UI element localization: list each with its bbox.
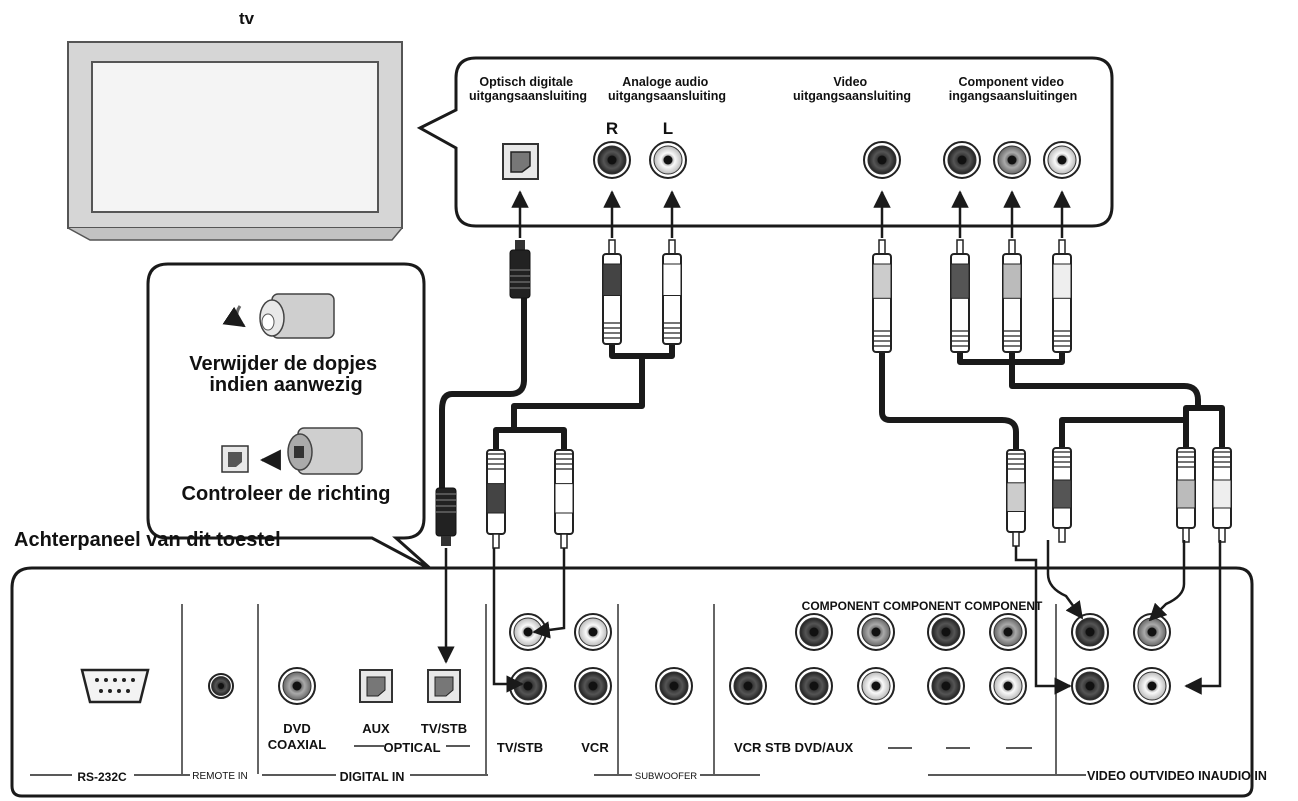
video-in-stb-jack xyxy=(795,667,833,705)
monitor-pr-jack xyxy=(1133,667,1171,705)
component2-pb-jack xyxy=(989,613,1027,651)
vcr-audio-r-jack xyxy=(574,667,612,705)
subwoofer-jack xyxy=(655,667,693,705)
remove-caps-text: Verwijder de dopjes indien aanwezig xyxy=(189,353,382,396)
plug-optical-bottom xyxy=(435,487,457,546)
video-out-label: Video uitgangsaansluiting xyxy=(793,75,911,103)
tv-illustration xyxy=(67,41,403,241)
digital-in-label: DIGITAL IN xyxy=(340,770,405,784)
video-in-vcr-jack xyxy=(729,667,767,705)
subwoofer-label: SUBWOOFER xyxy=(635,771,697,782)
tv-component-y-jack xyxy=(943,141,981,179)
component1-y-jack xyxy=(795,613,833,651)
check-direction-illustration xyxy=(221,427,363,475)
plug-comp-pr-top xyxy=(1052,239,1072,353)
remove-cap-illustration xyxy=(222,293,335,339)
channel-l-label: L xyxy=(663,119,673,138)
plug-comp-pb-bottom xyxy=(1176,447,1196,543)
dvd-coaxial-jack xyxy=(278,667,316,705)
optical-label: OPTICAL xyxy=(383,740,440,755)
plug-audio-l-bottom xyxy=(554,449,574,549)
coaxial-label: COAXIAL xyxy=(268,737,327,752)
video-in-extra1-jack xyxy=(927,667,965,705)
vcr-audio-l-jack xyxy=(574,613,612,651)
tv-audio-r-jack xyxy=(593,141,631,179)
tv-component-pr-jack xyxy=(1043,141,1081,179)
cables xyxy=(439,295,1225,493)
check-direction-text: Controleer de richting xyxy=(182,483,391,505)
remote-in-label: REMOTE IN xyxy=(192,771,248,782)
tv-label: tv xyxy=(239,9,255,28)
tv-video-out-jack xyxy=(863,141,901,179)
tvstb-optical-jack xyxy=(427,669,461,703)
analog-audio-out-label: Analoge audio uitgangsaansluiting xyxy=(608,75,726,103)
tv-component-pb-jack xyxy=(993,141,1031,179)
arrows-to-rear-panel xyxy=(437,540,1222,695)
optical-out-line1: Optisch digitale xyxy=(479,75,573,89)
monitor-out-pb-jack xyxy=(1133,613,1171,651)
component1-pb-jack xyxy=(857,613,895,651)
tvstb-audio-label: TV/STB xyxy=(497,740,543,755)
dvd-label: DVD xyxy=(283,721,310,736)
video-in-extra2-jack xyxy=(989,667,1027,705)
plug-video-top xyxy=(872,239,892,353)
rear-panel xyxy=(10,566,1254,798)
plug-audio-r-bottom xyxy=(486,449,506,549)
video-out-in-label: VIDEO OUTVIDEO INAUDIO IN xyxy=(1087,769,1267,783)
plug-audio-l-top xyxy=(662,239,682,345)
monitor-video-jack xyxy=(1071,667,1109,705)
rs232c-label: RS-232C xyxy=(77,770,127,784)
tv-optical-jack xyxy=(502,143,539,180)
plug-comp-y-top xyxy=(950,239,970,353)
aux-optical-jack xyxy=(359,669,393,703)
component2-y-jack xyxy=(927,613,965,651)
channel-r-label: R xyxy=(606,119,618,138)
plug-video-bottom xyxy=(1006,449,1026,547)
component-header: COMPONENT COMPONENT COMPONENT xyxy=(802,599,1043,613)
monitor-out-y-jack xyxy=(1071,613,1109,651)
plug-comp-pb-top xyxy=(1002,239,1022,353)
rear-panel-title: Achterpaneel van dit toestel xyxy=(14,529,281,551)
tv-jack-panel xyxy=(416,56,1114,228)
plug-instructions-callout xyxy=(146,262,433,572)
video-row-label: VCR STB DVD/AUX xyxy=(734,740,854,755)
rs232c-port xyxy=(80,668,150,704)
plug-comp-pr-bottom xyxy=(1212,447,1232,543)
plugs xyxy=(435,239,1232,549)
vcr-audio-label: VCR xyxy=(581,740,609,755)
tv-audio-l-jack xyxy=(649,141,687,179)
arrows-to-tv xyxy=(511,190,1071,238)
optical-out-line2: uitgangsaansluiting xyxy=(469,89,587,103)
component-in-label: Component video ingangsaansluitingen xyxy=(949,75,1078,103)
aux-label: AUX xyxy=(362,721,390,736)
label-rules xyxy=(30,745,1086,776)
plug-comp-y-bottom xyxy=(1052,447,1072,543)
plug-optical-top xyxy=(509,240,531,299)
remote-in-jack xyxy=(208,673,234,699)
optical-out-label: Optisch digitale uitgangsaansluiting xyxy=(469,75,587,103)
tvstb-optical-label: TV/STB xyxy=(421,721,467,736)
video-in-dvd-jack xyxy=(857,667,895,705)
tvstb-audio-r-jack xyxy=(509,667,547,705)
plug-audio-r-top xyxy=(602,239,622,345)
